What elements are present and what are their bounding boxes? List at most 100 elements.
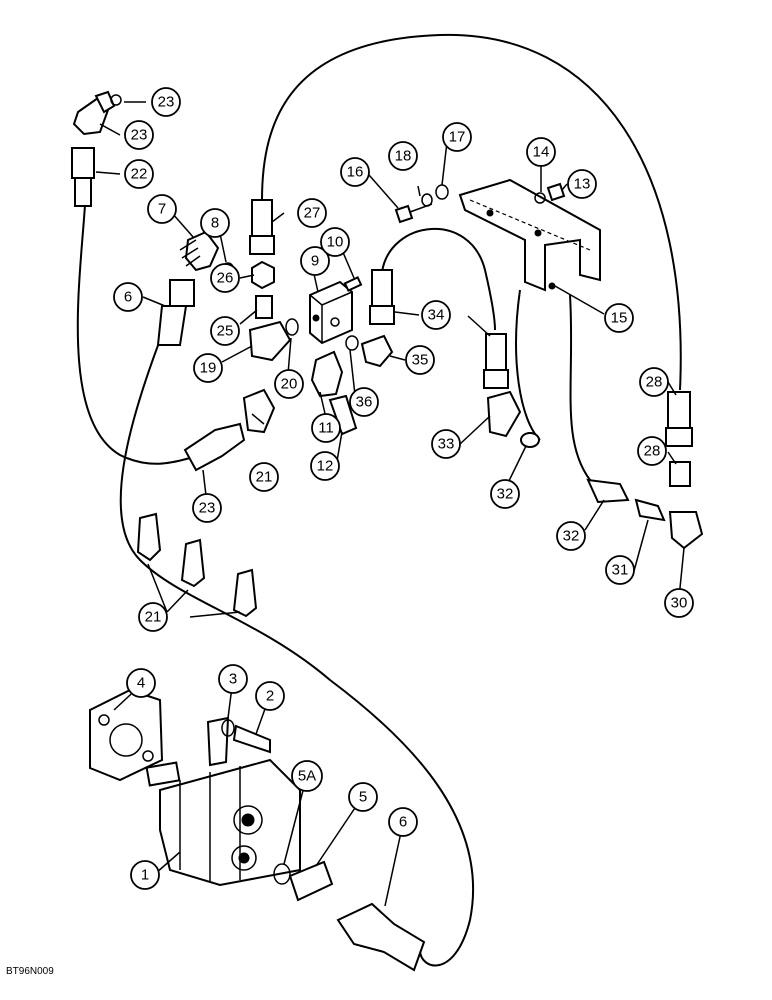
valve-block xyxy=(309,280,353,345)
clip-22-c xyxy=(232,568,258,618)
bolt-2 xyxy=(232,724,271,754)
hose-bracket-30 xyxy=(569,294,591,481)
hose-end-23-lower xyxy=(183,422,246,472)
svg-text:22: 22 xyxy=(131,166,148,183)
hose-end-32-lower xyxy=(586,478,630,504)
svg-text:20: 20 xyxy=(281,376,298,393)
callout-4: 4 xyxy=(126,668,156,698)
o-ring-5a xyxy=(273,863,291,885)
callout-9: 9 xyxy=(300,246,330,276)
elbow-21 xyxy=(242,388,276,434)
washer-3 xyxy=(221,719,235,737)
svg-text:21: 21 xyxy=(256,469,273,486)
lockwasher-14 xyxy=(534,192,546,204)
callout-31: 31 xyxy=(605,555,635,585)
callout-28-right: 28 xyxy=(639,367,669,397)
svg-text:15: 15 xyxy=(611,310,628,327)
callout-21: 21 xyxy=(249,462,279,492)
callout-32-lower: 32 xyxy=(556,521,586,551)
bolt-16 xyxy=(394,204,414,224)
hose-end-34 xyxy=(371,269,393,307)
svg-text:33: 33 xyxy=(438,436,455,453)
svg-text:35: 35 xyxy=(412,352,429,369)
svg-text:11: 11 xyxy=(318,420,334,437)
washer-17 xyxy=(435,184,449,200)
hose-23-loop xyxy=(76,204,191,465)
nut-27 xyxy=(251,260,275,290)
set-screw-10 xyxy=(343,276,363,292)
svg-text:16: 16 xyxy=(347,164,364,181)
callout-10: 10 xyxy=(320,227,350,257)
svg-text:18: 18 xyxy=(395,148,412,165)
adapter-31 xyxy=(634,498,666,522)
hose-end-28-right xyxy=(667,391,691,429)
bolt-13 xyxy=(546,182,566,202)
callout-5: 5 xyxy=(348,782,378,812)
tee-19 xyxy=(248,320,292,362)
o-ring-20 xyxy=(285,318,299,336)
tee-33 xyxy=(486,390,522,438)
hose-34-33 xyxy=(381,228,496,331)
callout-26: 25 xyxy=(210,316,240,346)
svg-text:1: 1 xyxy=(141,867,149,884)
o-ring-25 xyxy=(110,94,122,106)
callout-19: 19 xyxy=(193,353,223,383)
hose-end-6-upper xyxy=(169,279,195,307)
callout-13: 13 xyxy=(567,169,597,199)
o-ring-36 xyxy=(345,335,359,351)
svg-text:34: 34 xyxy=(428,307,445,324)
callout-23-top: 22 xyxy=(124,159,154,189)
callout-34: 34 xyxy=(421,300,451,330)
clip-22-b xyxy=(180,538,206,588)
svg-text:30: 30 xyxy=(671,595,688,612)
callout-14: 14 xyxy=(526,137,556,167)
callout-12: 12 xyxy=(310,451,340,481)
svg-text:5: 5 xyxy=(359,789,367,806)
svg-text:13: 13 xyxy=(574,176,591,193)
callout-3: 3 xyxy=(218,664,248,694)
svg-text:10: 10 xyxy=(327,234,344,251)
fittings xyxy=(71,90,704,550)
elbow-11 xyxy=(310,350,344,398)
svg-text:12: 12 xyxy=(317,458,334,475)
pump-assembly xyxy=(89,688,426,972)
svg-text:36: 36 xyxy=(356,394,373,411)
callout-30: 30 xyxy=(664,588,694,618)
callout-6-lower: 6 xyxy=(388,807,418,837)
nut-32-upper xyxy=(520,432,540,448)
drawing-code: BT96N009 xyxy=(6,966,54,977)
svg-text:6: 6 xyxy=(399,814,407,831)
tee-30 xyxy=(668,511,704,550)
callout-25: 23 xyxy=(151,87,181,117)
callout-32-upper: 32 xyxy=(490,479,520,509)
callout-11: 11 xyxy=(311,413,341,443)
svg-text:6: 6 xyxy=(124,289,132,306)
hose-lines xyxy=(76,33,682,967)
mounting-bracket xyxy=(458,178,601,292)
fitting-5 xyxy=(288,860,334,902)
svg-text:23: 23 xyxy=(199,500,216,517)
svg-text:4: 4 xyxy=(137,675,145,692)
svg-text:26: 26 xyxy=(217,270,234,287)
callout-28-top: 27 xyxy=(297,198,327,228)
hose-end-23-top xyxy=(71,147,95,179)
svg-text:3: 3 xyxy=(229,671,237,688)
svg-text:14: 14 xyxy=(533,144,550,161)
svg-text:7: 7 xyxy=(158,201,166,218)
callout-18: 18 xyxy=(388,141,418,171)
svg-text:21: 21 xyxy=(145,609,162,626)
adapter-26 xyxy=(255,295,273,319)
svg-text:32: 32 xyxy=(497,486,514,503)
hose-28-loop xyxy=(261,33,682,391)
callout-24: 23 xyxy=(124,120,154,150)
callout-35: 35 xyxy=(405,345,435,375)
callout-36: 36 xyxy=(349,387,379,417)
svg-text:27: 27 xyxy=(304,205,321,222)
svg-text:31: 31 xyxy=(612,562,629,579)
svg-text:8: 8 xyxy=(211,215,219,232)
svg-text:32: 32 xyxy=(563,528,580,545)
clip-22-a xyxy=(136,512,162,562)
callout-27: 26 xyxy=(210,263,240,293)
svg-text:5A: 5A xyxy=(298,768,316,785)
